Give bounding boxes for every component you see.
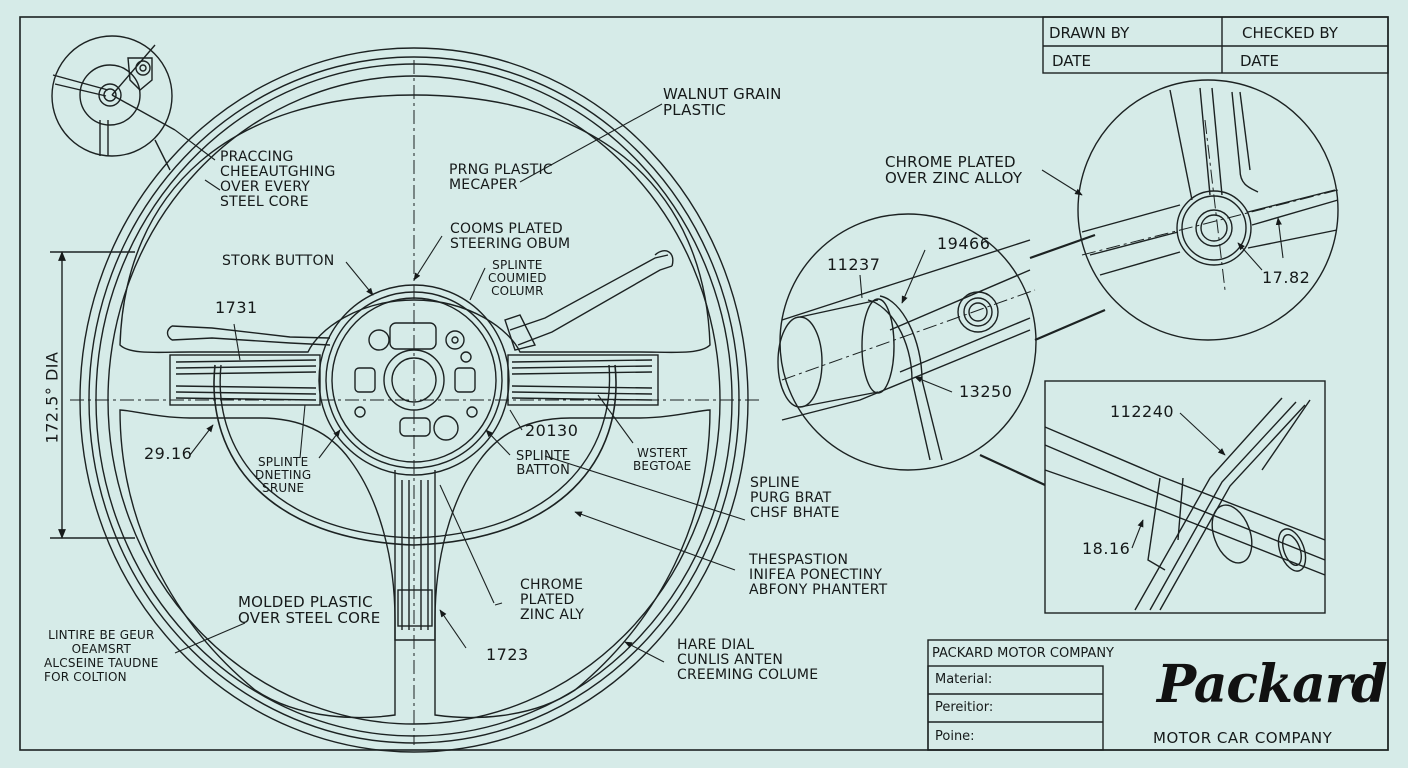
shift-lever (504, 250, 674, 351)
bottom-spoke (394, 470, 436, 641)
dimension-1731: 1731 (215, 298, 258, 317)
callout-line: ZINC ALY (520, 607, 585, 623)
callout-splinte-dneting: SPLINTE DNETING SRUNE (255, 456, 311, 495)
callout-line: SPLINTE (492, 258, 543, 272)
pereitior-field-label: Pereitior: (935, 700, 994, 715)
callout-prng-plastic: PRNG PLASTIC MECAPER (449, 163, 553, 193)
dimension-112240: 112240 (1110, 402, 1175, 421)
callout-line: COOMS PLATED (450, 221, 563, 237)
dimension-1816: 18.16 (1082, 539, 1131, 558)
right-spoke (507, 354, 659, 406)
callout-line: CHROME (520, 577, 584, 593)
title-block-top-lines (1042, 16, 1389, 74)
callout-molded-plastic: MOLDED PLASTIC OVER STEEL CORE (238, 594, 380, 626)
detail-view-top-right (1077, 79, 1339, 341)
dimension-13250: 13250 (959, 382, 1013, 401)
company-header: PACKARD MOTOR COMPANY (932, 646, 1114, 661)
callout-line: PRNG PLASTIC (449, 162, 553, 178)
date-left-label: DATE (1052, 52, 1092, 70)
callout-line: BATTON (516, 463, 571, 478)
dimension-11237: 11237 (827, 255, 881, 274)
diameter-dimension (50, 251, 135, 539)
callout-hare-dial: HARE DIAL CUNLIS ANTEN CREEMING COLUME (677, 638, 818, 683)
callout-chrome-plated-zinc: CHROME PLATED ZINC ALY (520, 578, 584, 623)
callout-line: WSTERT (637, 446, 688, 460)
callout-line: SRUNE (262, 481, 305, 495)
callout-line: OVER STEEL CORE (238, 609, 381, 627)
dimension-19466: 19466 (937, 234, 991, 253)
callout-line: PLASTIC (663, 101, 726, 119)
dimension-1723: 1723 (486, 645, 529, 664)
drawing-border (19, 16, 1389, 751)
logo-subtitle: MOTOR CAR COMPANY (1153, 729, 1333, 747)
callout-line: STEEL CORE (220, 194, 309, 210)
callout-line: MOLDED PLASTIC (238, 593, 373, 611)
callout-praccing: PRACCING CHEEAUTGHING OVER EVERY STEEL C… (220, 150, 336, 210)
callout-line: HARE DIAL (677, 637, 755, 653)
callout-line: STEERING OBUM (450, 236, 571, 252)
callout-line: DNETING (255, 468, 312, 482)
dimension-2916: 29.16 (144, 444, 193, 463)
steering-wheel-main-view (70, 47, 760, 753)
callout-wstert: WSTERT BEGTOAE (633, 447, 691, 473)
callout-thespastion: THESPASTION INIFEA PONECTINY ABFONY PHAN… (749, 553, 887, 598)
callout-line: SPLINTE (257, 455, 309, 469)
drawn-by-label: DRAWN BY (1049, 24, 1130, 42)
left-spoke (169, 354, 321, 406)
callout-line: COUMIED (488, 271, 547, 285)
callout-line: LINTIRE BE GEUR (48, 628, 155, 642)
callout-splinte-batton: SPLINTE BATTON (516, 450, 570, 478)
callout-line: SPLINE (750, 475, 800, 491)
dimension-1782: 17.82 (1262, 268, 1311, 287)
callout-line: OEAMSRT (71, 642, 131, 656)
callout-line: COLUMR (491, 284, 544, 298)
callout-line: PLATED (520, 592, 575, 608)
detail-view-top-left (51, 35, 176, 171)
dimension-diameter: 172.5° DIA (42, 351, 62, 444)
callout-line: CHEEAUTGHING (220, 164, 336, 180)
checked-by-label: CHECKED BY (1242, 24, 1338, 42)
callout-spline-purg: SPLINE PURG BRAT CHSF BHATE (750, 476, 840, 521)
callout-line: CHROME PLATED (885, 153, 1016, 171)
material-field-label: Material: (935, 672, 993, 687)
callout-line: ALCSEINE TAUDNE (44, 656, 159, 670)
callout-line: CHSF BHATE (750, 505, 840, 521)
callout-stork-button: STORK BUTTON (222, 253, 335, 269)
date-right-label: DATE (1240, 52, 1280, 70)
callout-line: FOR COLTION (44, 670, 127, 684)
detail-view-middle (777, 213, 1037, 471)
callout-line: CREEMING COLUME (677, 667, 819, 683)
callout-lintire: LINTIRE BE GEUR OEAMSRT ALCSEINE TAUDNE … (44, 628, 159, 684)
detail-view-bottom-right (1044, 380, 1326, 614)
callout-line: PRACCING (220, 149, 294, 165)
turn-signal-stalk (166, 325, 331, 346)
callout-line: MECAPER (449, 177, 518, 193)
callout-splinte-column: SPLINTE COUMIED COLUMR (488, 259, 547, 298)
callout-cooms-plated: COOMS PLATED STEERING OBUM (450, 222, 570, 252)
callout-line: OVER EVERY (220, 179, 311, 195)
leader-lines (174, 103, 1284, 663)
callout-walnut-grain: WALNUT GRAIN PLASTIC (663, 86, 782, 118)
callout-line: CUNLIS ANTEN (677, 652, 784, 668)
title-block-bottom-lines (927, 639, 1389, 751)
callout-line: SPLINTE (516, 449, 571, 464)
callout-line: WALNUT GRAIN (663, 85, 782, 103)
dimension-20130: 20130 (525, 421, 579, 440)
callout-line: INIFEA PONECTINY (749, 567, 883, 583)
rim-inner-upper (119, 94, 711, 354)
callout-line: OVER ZINC ALLOY (885, 169, 1023, 187)
callout-line: PURG BRAT (750, 490, 832, 506)
callout-line: BEGTOAE (633, 459, 692, 473)
poine-field-label: Poine: (935, 729, 975, 744)
callout-line: THESPASTION (749, 552, 849, 568)
packard-logo: Packard (1157, 654, 1388, 715)
callout-line: ABFONY PHANTERT (749, 582, 888, 598)
callout-chrome-zinc-alloy: CHROME PLATED OVER ZINC ALLOY (885, 154, 1022, 186)
